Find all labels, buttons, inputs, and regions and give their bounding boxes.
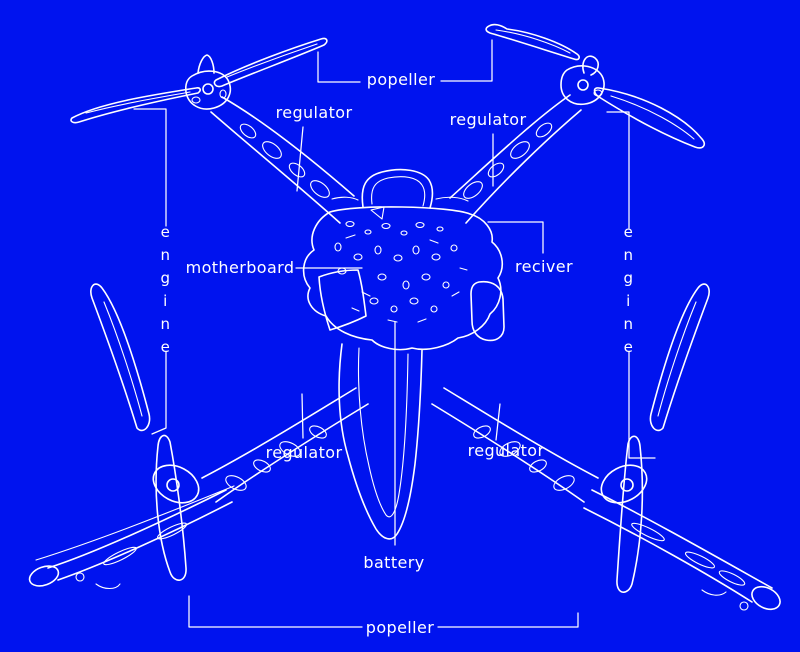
leader-engine-left-lower xyxy=(151,351,167,435)
rotor-top-left xyxy=(70,37,328,124)
label-engine-left: engine xyxy=(156,223,175,361)
rotor-bottom-right xyxy=(583,283,781,611)
center-body xyxy=(302,168,505,540)
label-regulator-bottom-left: regulator xyxy=(265,443,343,463)
leader-regulator-bottom-right xyxy=(495,403,501,441)
leader-engine-right-lower xyxy=(628,351,656,459)
leader-receiver xyxy=(487,221,544,254)
leader-lines xyxy=(133,39,656,628)
rotor-bottom-left xyxy=(28,283,235,590)
label-battery: battery xyxy=(363,553,425,573)
leader-engine-right-upper xyxy=(606,111,630,229)
arm-top-left xyxy=(210,96,355,224)
label-propeller-top: popeller xyxy=(366,70,436,90)
leader-engine-left-upper xyxy=(133,108,167,227)
leader-propeller-top-right xyxy=(440,39,493,82)
leader-propeller-bottom-left xyxy=(188,595,363,628)
rotor-top-right xyxy=(485,23,705,149)
label-regulator-top-left: regulator xyxy=(275,103,353,123)
arm-top-right xyxy=(449,94,582,224)
label-receiver: reciver xyxy=(514,257,574,277)
body-detail-noise xyxy=(334,220,468,323)
label-motherboard: motherboard xyxy=(185,258,295,278)
label-regulator-bottom-right: regulator xyxy=(467,441,545,461)
leader-regulator-top-left xyxy=(296,126,304,192)
leader-propeller-bottom-right xyxy=(437,612,579,628)
arm-bottom-right xyxy=(431,387,599,503)
leader-propeller-top-left xyxy=(317,51,361,83)
label-propeller-bottom: popeller xyxy=(365,618,435,638)
label-regulator-top-right: regulator xyxy=(449,110,527,130)
label-engine-right: engine xyxy=(619,223,638,361)
leader-regulator-bottom-left xyxy=(301,393,304,439)
arm-bottom-left xyxy=(201,387,369,503)
